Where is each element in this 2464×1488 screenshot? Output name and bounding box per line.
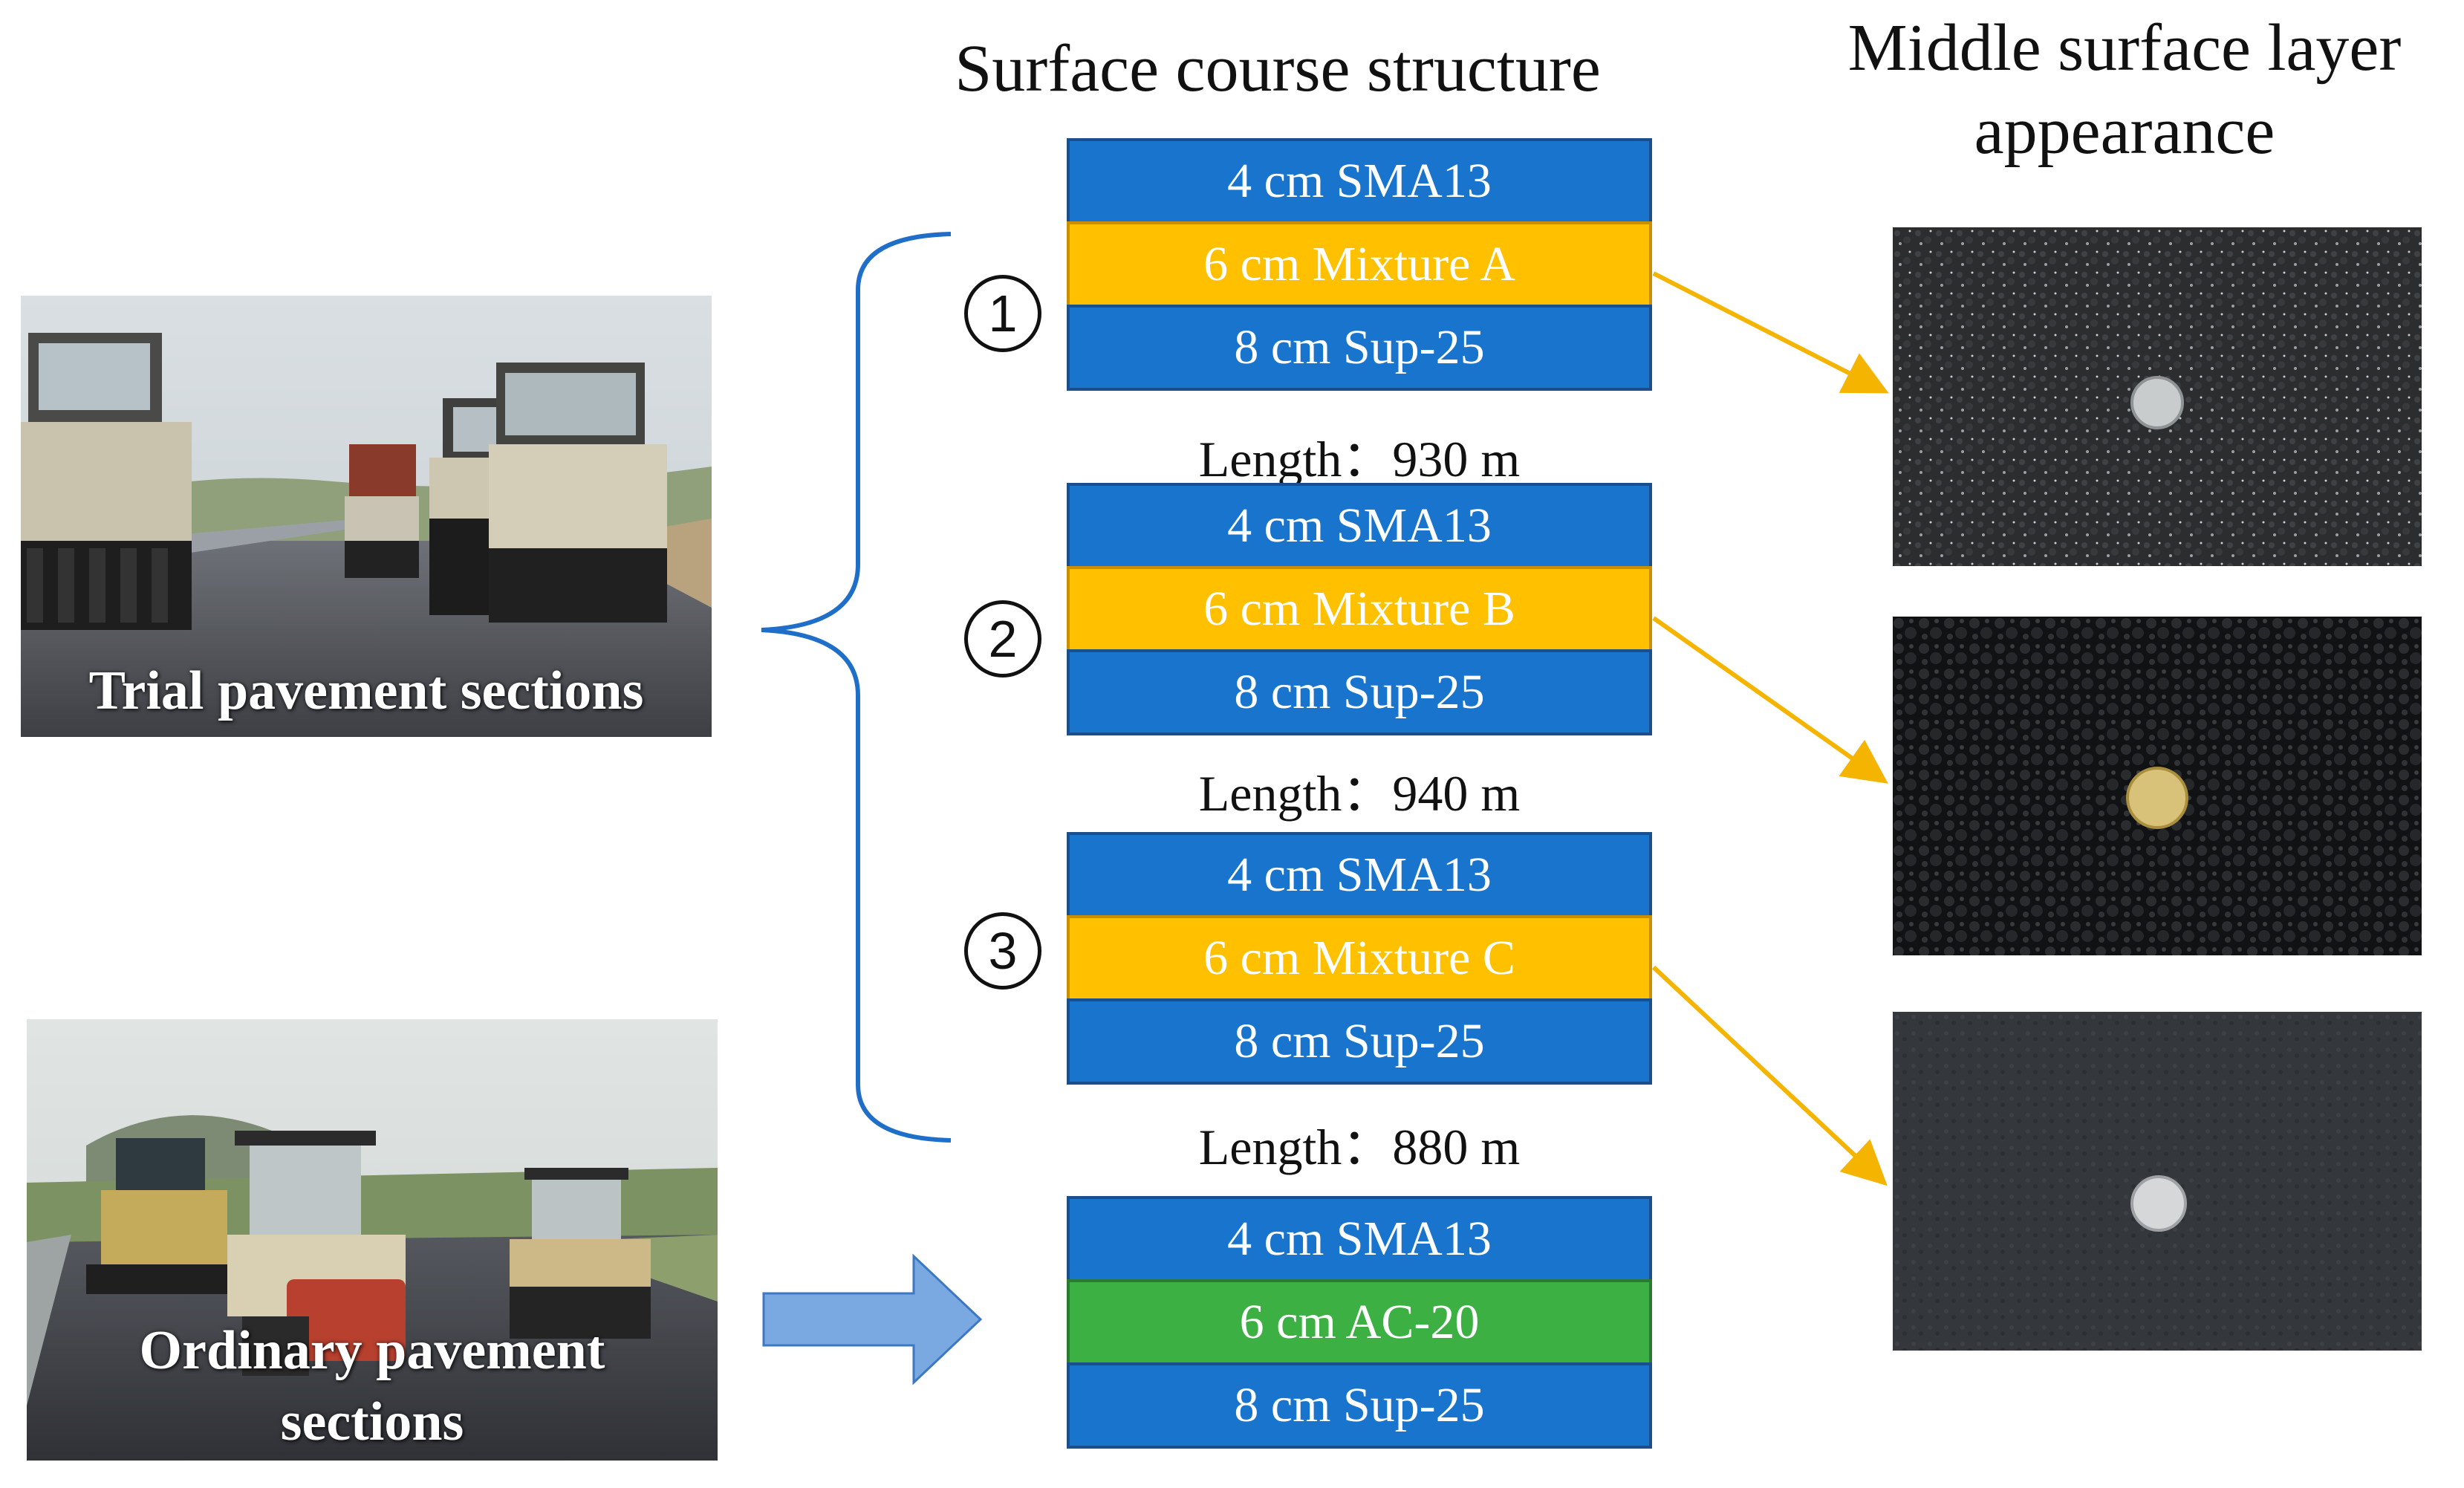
layer-mixture: 6 cm Mixture C bbox=[1067, 915, 1652, 1001]
connector-arrow-3 bbox=[1651, 965, 1888, 1186]
layer-sup25: 8 cm Sup-25 bbox=[1067, 305, 1652, 391]
layer-sma13: 4 cm SMA13 bbox=[1067, 1196, 1652, 1282]
trial-sections-bracket bbox=[761, 232, 952, 1143]
ordinary-pavement-label-line2: sections bbox=[280, 1391, 464, 1452]
section-marker-2: 2 bbox=[964, 600, 1041, 678]
appearance-heading-line1: Middle surface layer bbox=[1847, 11, 2402, 85]
layer-sup25: 8 cm Sup-25 bbox=[1067, 1362, 1652, 1449]
trial-pavement-photo: Trial pavement sections bbox=[21, 296, 712, 737]
section-2-structure: 4 cm SMA13 6 cm Mixture B 8 cm Sup-25 bbox=[1067, 483, 1652, 735]
structure-heading: Surface course structure bbox=[955, 32, 1601, 105]
layer-sup25: 8 cm Sup-25 bbox=[1067, 649, 1652, 735]
ordinary-block-arrow bbox=[762, 1253, 983, 1385]
layer-mixture: 6 cm Mixture B bbox=[1067, 566, 1652, 652]
mixture-c-texture-photo bbox=[1893, 1012, 2422, 1351]
layer-sma13: 4 cm SMA13 bbox=[1067, 138, 1652, 224]
connector-arrow-2 bbox=[1652, 616, 1888, 784]
appearance-heading-line2: appearance bbox=[1974, 94, 2275, 168]
mixture-b-texture-photo bbox=[1893, 617, 2422, 955]
section-marker-3: 3 bbox=[964, 912, 1041, 990]
section-1-length: Length：930 m bbox=[1198, 431, 1521, 487]
coin-icon bbox=[2130, 1175, 2187, 1232]
section-marker-1: 1 bbox=[964, 275, 1041, 352]
connector-arrow-1 bbox=[1652, 271, 1889, 394]
coin-icon bbox=[2126, 767, 2188, 829]
section-3-structure: 4 cm SMA13 6 cm Mixture C 8 cm Sup-25 bbox=[1067, 832, 1652, 1085]
ordinary-pavement-label-line1: Ordinary pavement bbox=[139, 1320, 605, 1381]
section-1-structure: 4 cm SMA13 6 cm Mixture A 8 cm Sup-25 bbox=[1067, 138, 1652, 391]
roller-scene-illustration bbox=[21, 296, 712, 737]
layer-sma13: 4 cm SMA13 bbox=[1067, 483, 1652, 569]
section-3-length: Length：880 m bbox=[1198, 1119, 1521, 1175]
trial-pavement-label: Trial pavement sections bbox=[88, 660, 644, 721]
paver-scene-illustration bbox=[27, 1019, 718, 1461]
coin-icon bbox=[2130, 376, 2184, 429]
layer-sma13: 4 cm SMA13 bbox=[1067, 832, 1652, 918]
ordinary-section-structure: 4 cm SMA13 6 cm AC-20 8 cm Sup-25 bbox=[1067, 1196, 1652, 1449]
ordinary-pavement-photo: Ordinary pavement sections bbox=[27, 1019, 718, 1461]
mixture-a-texture-photo bbox=[1893, 227, 2422, 566]
layer-mixture: 6 cm Mixture A bbox=[1067, 221, 1652, 308]
section-2-length: Length：940 m bbox=[1198, 765, 1521, 822]
layer-sup25: 8 cm Sup-25 bbox=[1067, 998, 1652, 1085]
layer-ac20: 6 cm AC-20 bbox=[1067, 1279, 1652, 1365]
